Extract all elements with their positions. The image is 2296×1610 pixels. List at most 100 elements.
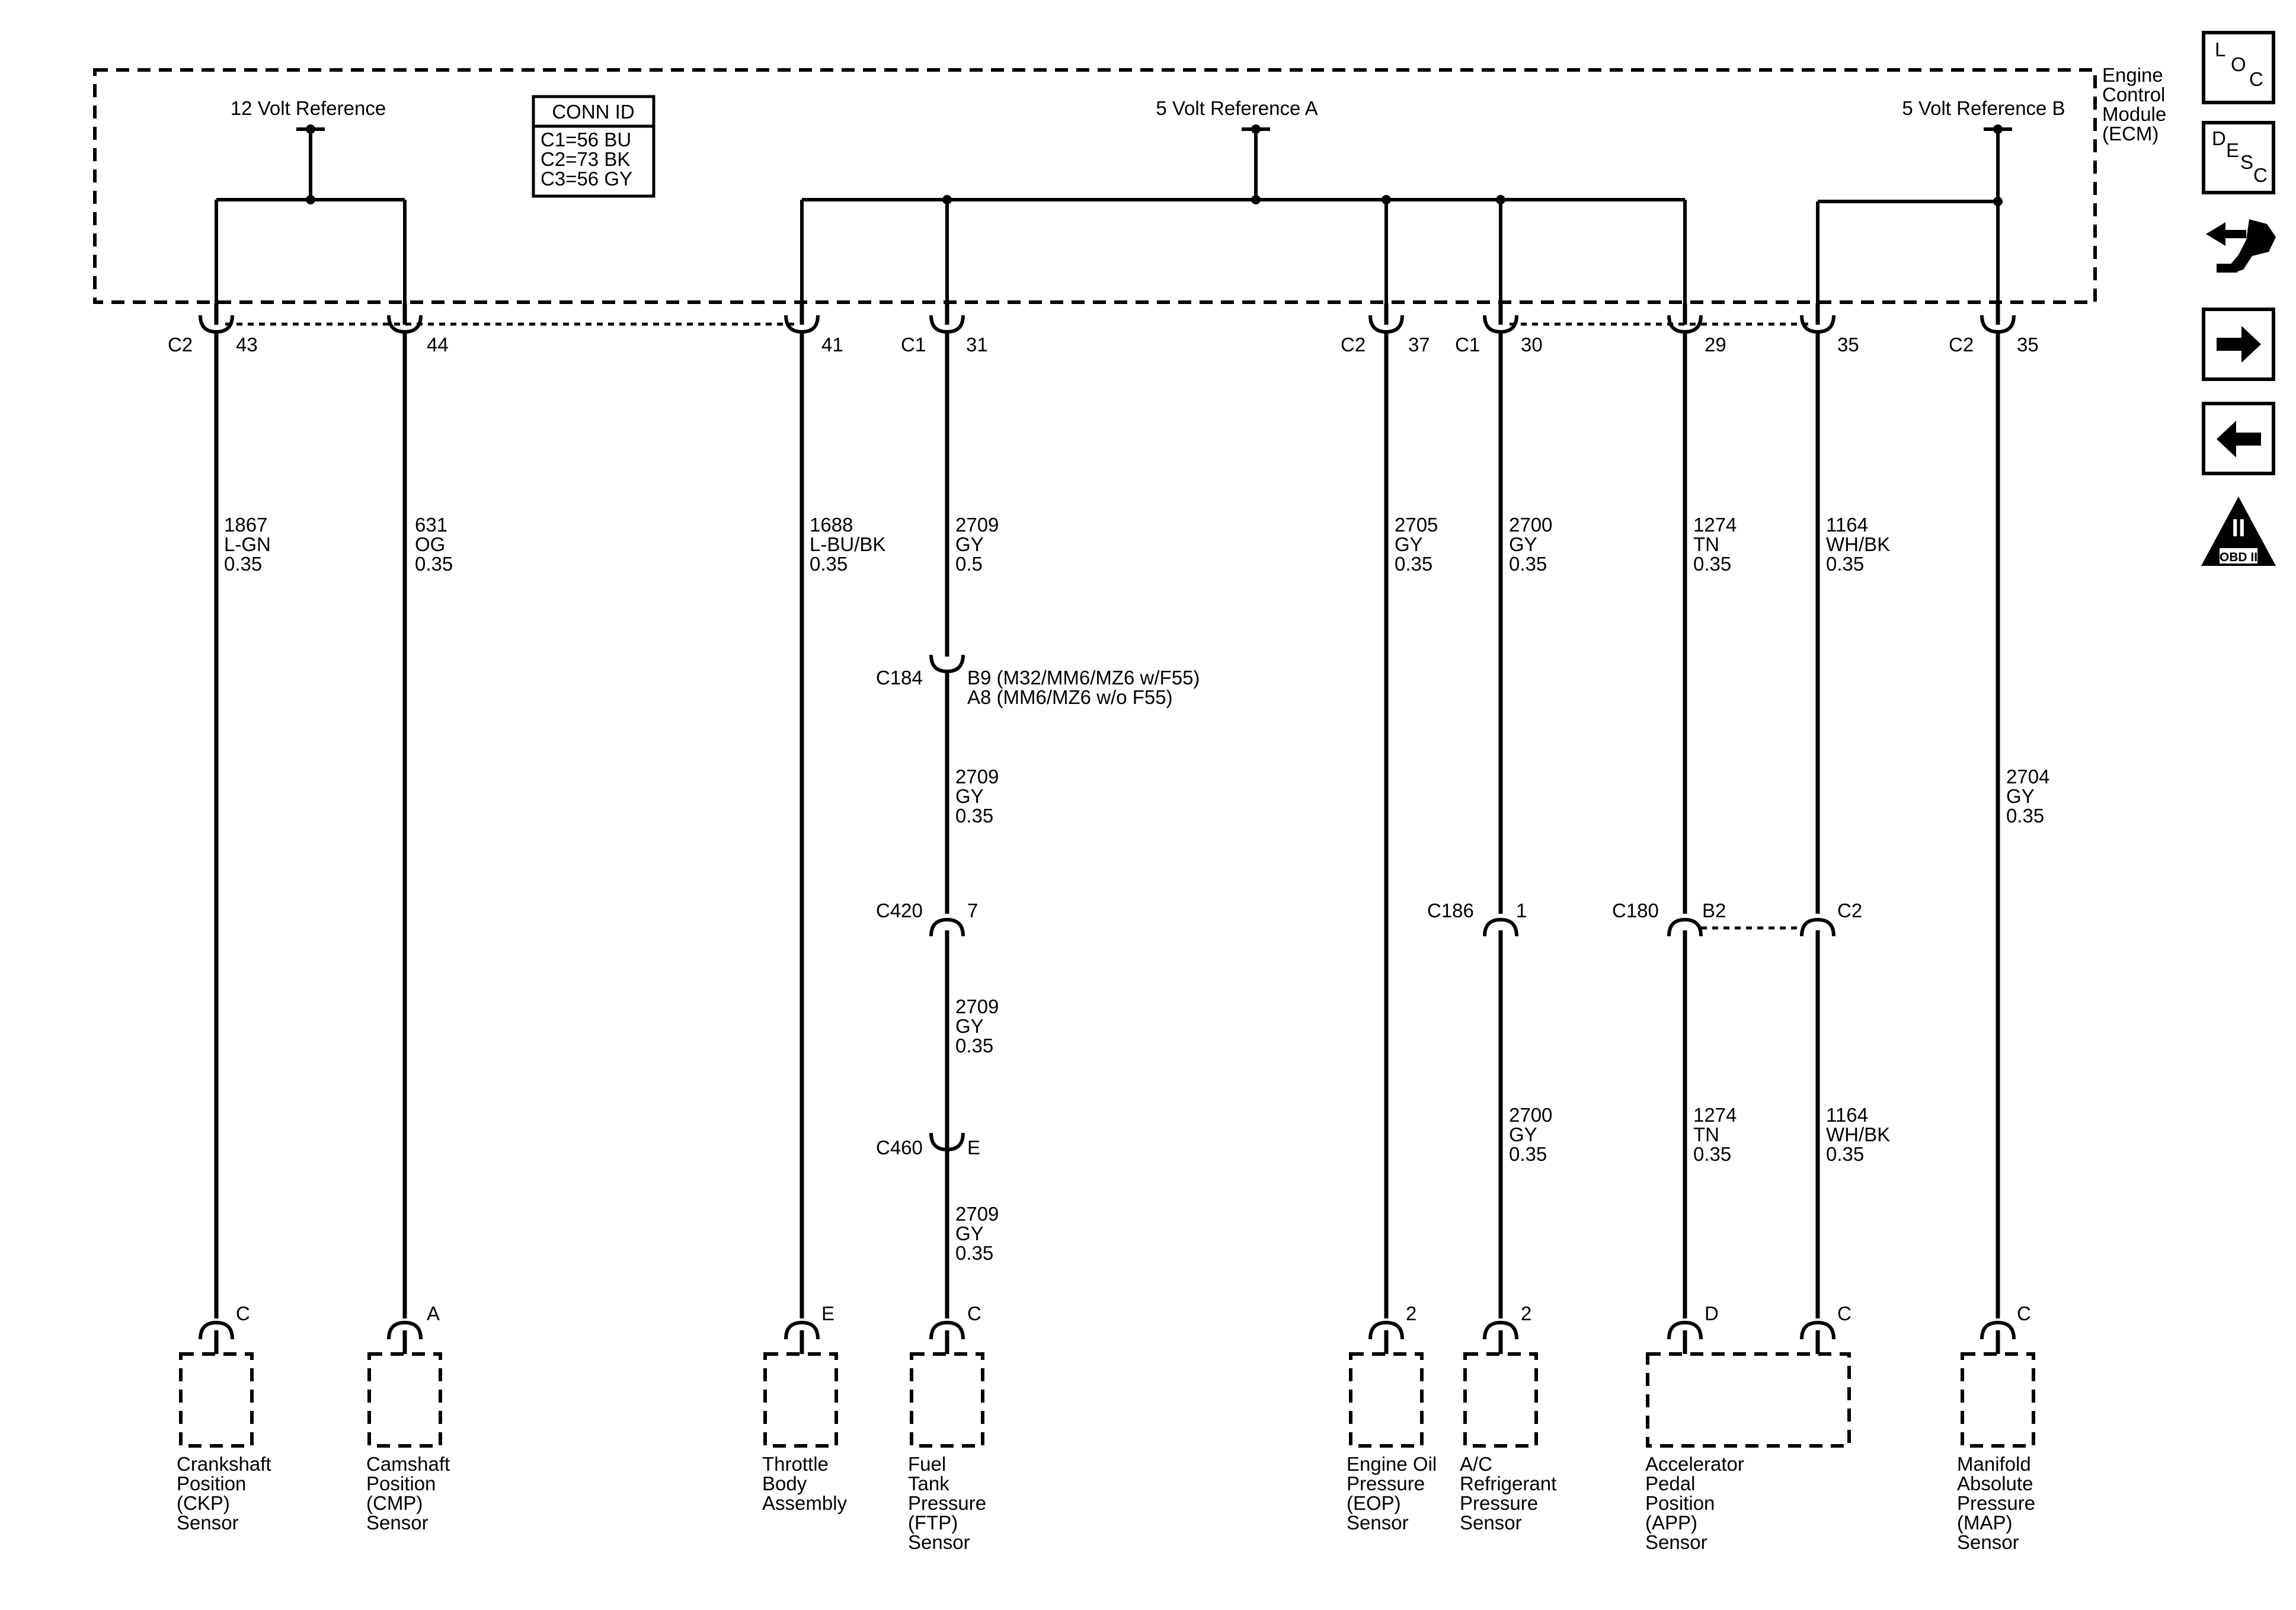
wire-color: GY xyxy=(955,533,984,555)
next-arrow-button[interactable] xyxy=(2202,308,2275,381)
diagnostic-wrench-icon[interactable] xyxy=(2206,219,2276,273)
inline-pin-label: 7 xyxy=(967,900,978,921)
ecm-connector-label: C1 xyxy=(1455,334,1480,356)
inline-connector-label: C184 xyxy=(876,667,923,689)
conn-id-line: C2=73 BK xyxy=(541,148,630,170)
ecm-pin-label: 35 xyxy=(1837,334,1859,356)
wire-color: TN xyxy=(1693,1124,1719,1145)
sensor-label: (MAP) xyxy=(1957,1512,2013,1534)
ecm-pin-label: 29 xyxy=(1705,334,1726,356)
conn-id-title: CONN ID xyxy=(552,101,634,123)
wire-circuit: 1274 xyxy=(1693,514,1737,536)
sensor-label: Crankshaft xyxy=(177,1453,271,1475)
ecm-pin-label: 31 xyxy=(966,334,988,356)
ckp-sensor-box xyxy=(179,1352,254,1448)
ecm-label-line: Engine xyxy=(2102,64,2163,86)
ecm-connector-label: C2 xyxy=(1949,334,1974,356)
ecm-internal-buses xyxy=(215,124,2012,308)
sensor-label: Position xyxy=(1645,1492,1715,1514)
ecm-label-line: Control xyxy=(2102,84,2165,105)
ecm-pin-label: 44 xyxy=(427,334,449,356)
circuit-ac-refrigerant: C1 30 2700 GY 0.35 C186 1 2700 GY 0.35 2… xyxy=(1427,303,1556,1534)
inline-connector-label: C460 xyxy=(876,1137,923,1158)
sensor-label: Assembly xyxy=(762,1492,848,1514)
sensor-label: Accelerator xyxy=(1645,1453,1744,1475)
wire-circuit: 2709 xyxy=(955,1203,999,1225)
wire-circuit: 1867 xyxy=(224,514,267,536)
inline-connector-label: C420 xyxy=(876,900,923,921)
wire-circuit: 2705 xyxy=(1395,514,1438,536)
wire-color: GY xyxy=(955,1222,984,1244)
sensor-pin-label: C xyxy=(2017,1302,2031,1324)
wire-gauge: 0.35 xyxy=(1509,1143,1547,1165)
wire-color: GY xyxy=(2006,785,2035,807)
wire-circuit: 1164 xyxy=(1826,1104,1868,1126)
ecm-pin-label: 30 xyxy=(1521,334,1543,356)
sensor-label: (EOP) xyxy=(1347,1492,1401,1514)
sensor-label: Absolute xyxy=(1957,1473,2033,1494)
sensor-pin-label: 2 xyxy=(1521,1302,1531,1324)
sensor-label: Position xyxy=(177,1473,246,1494)
wire-gauge: 0.35 xyxy=(1826,553,1864,575)
circuit-throttle-body: 41 1688 L-BU/BK 0.35 E Throttle Body Ass… xyxy=(762,303,885,1514)
desc-letter: C xyxy=(2253,164,2268,186)
wire-gauge: 0.5 xyxy=(955,553,983,575)
wire-gauge: 0.35 xyxy=(955,1035,993,1057)
app-sensor-label: Accelerator Pedal Position (APP) Sensor xyxy=(1645,1453,1744,1553)
ecm-pin-label: 37 xyxy=(1408,334,1430,356)
wire-circuit: 2700 xyxy=(1509,1104,1552,1126)
conn-id-line: C3=56 GY xyxy=(541,168,632,190)
wire-color: GY xyxy=(1509,533,1537,555)
desc-button[interactable]: D E S C xyxy=(2202,121,2275,194)
wire-color: GY xyxy=(1509,1124,1537,1145)
wire-circuit: 2709 xyxy=(955,514,999,536)
wire-color: TN xyxy=(1693,533,1719,555)
sensor-label: Tank xyxy=(908,1473,949,1494)
sensor-label: Sensor xyxy=(1957,1531,2019,1553)
sensor-pin-label: C xyxy=(967,1302,981,1324)
map-sensor-box xyxy=(1961,1352,2035,1448)
sensor-label: Fuel xyxy=(908,1453,946,1475)
wire-gauge: 0.35 xyxy=(224,553,262,575)
wire-circuit: 2700 xyxy=(1509,514,1552,536)
wire-color: L-GN xyxy=(224,533,271,555)
obd-label: OBD II xyxy=(2220,550,2257,564)
ecm-label-line: Module xyxy=(2102,103,2166,125)
sensor-pin-label: C xyxy=(236,1302,250,1324)
wire-circuit: 2704 xyxy=(2006,766,2049,788)
wire-color: WH/BK xyxy=(1826,533,1890,555)
throttle-body-box xyxy=(763,1352,838,1448)
left-arrow-icon xyxy=(2217,421,2261,457)
loc-letter: O xyxy=(2231,53,2246,75)
circuit-app-d: 29 1274 TN 0.35 C180 B2 1274 TN 0.35 D xyxy=(1612,303,1737,1354)
sensor-label: Sensor xyxy=(908,1531,970,1553)
desc-letter: E xyxy=(2226,139,2239,161)
sensor-pin-label: E xyxy=(821,1302,834,1324)
wire-gauge: 0.35 xyxy=(1693,1143,1731,1165)
app-sensor-box xyxy=(1646,1352,1851,1448)
sensor-label: Pressure xyxy=(1460,1492,1538,1514)
obd-ii-icon[interactable]: II OBD II xyxy=(2201,497,2276,566)
wire-color: L-BU/BK xyxy=(810,533,885,555)
loc-letter: C xyxy=(2249,68,2263,90)
ref-5va-label: 5 Volt Reference A xyxy=(1156,97,1318,119)
previous-arrow-button[interactable] xyxy=(2202,402,2275,475)
sensor-label: Refrigerant xyxy=(1460,1473,1556,1494)
wire-gauge: 0.35 xyxy=(955,1242,993,1264)
loc-letter: L xyxy=(2215,39,2225,60)
ecm-pin-label: 41 xyxy=(821,334,843,356)
ecm-pin-label: 43 xyxy=(236,334,258,356)
inline-pin-label: 1 xyxy=(1516,900,1527,921)
circuit-ckp: C2 43 1867 L-GN 0.35 C Crankshaft Positi… xyxy=(168,303,271,1534)
sensor-pin-label: A xyxy=(427,1302,440,1324)
sensor-label: Sensor xyxy=(177,1512,239,1534)
wire-circuit: 1274 xyxy=(1693,1104,1737,1126)
inline-connector-label: C180 xyxy=(1612,900,1659,921)
sensor-label: Sensor xyxy=(366,1512,428,1534)
sensor-label: Position xyxy=(366,1473,436,1494)
circuit-eop: C2 37 2705 GY 0.35 2 Engine Oil Pressure… xyxy=(1341,303,1438,1534)
loc-button[interactable]: L O C xyxy=(2202,31,2275,104)
cmp-sensor-box xyxy=(367,1352,442,1448)
wire-color: GY xyxy=(1395,533,1423,555)
